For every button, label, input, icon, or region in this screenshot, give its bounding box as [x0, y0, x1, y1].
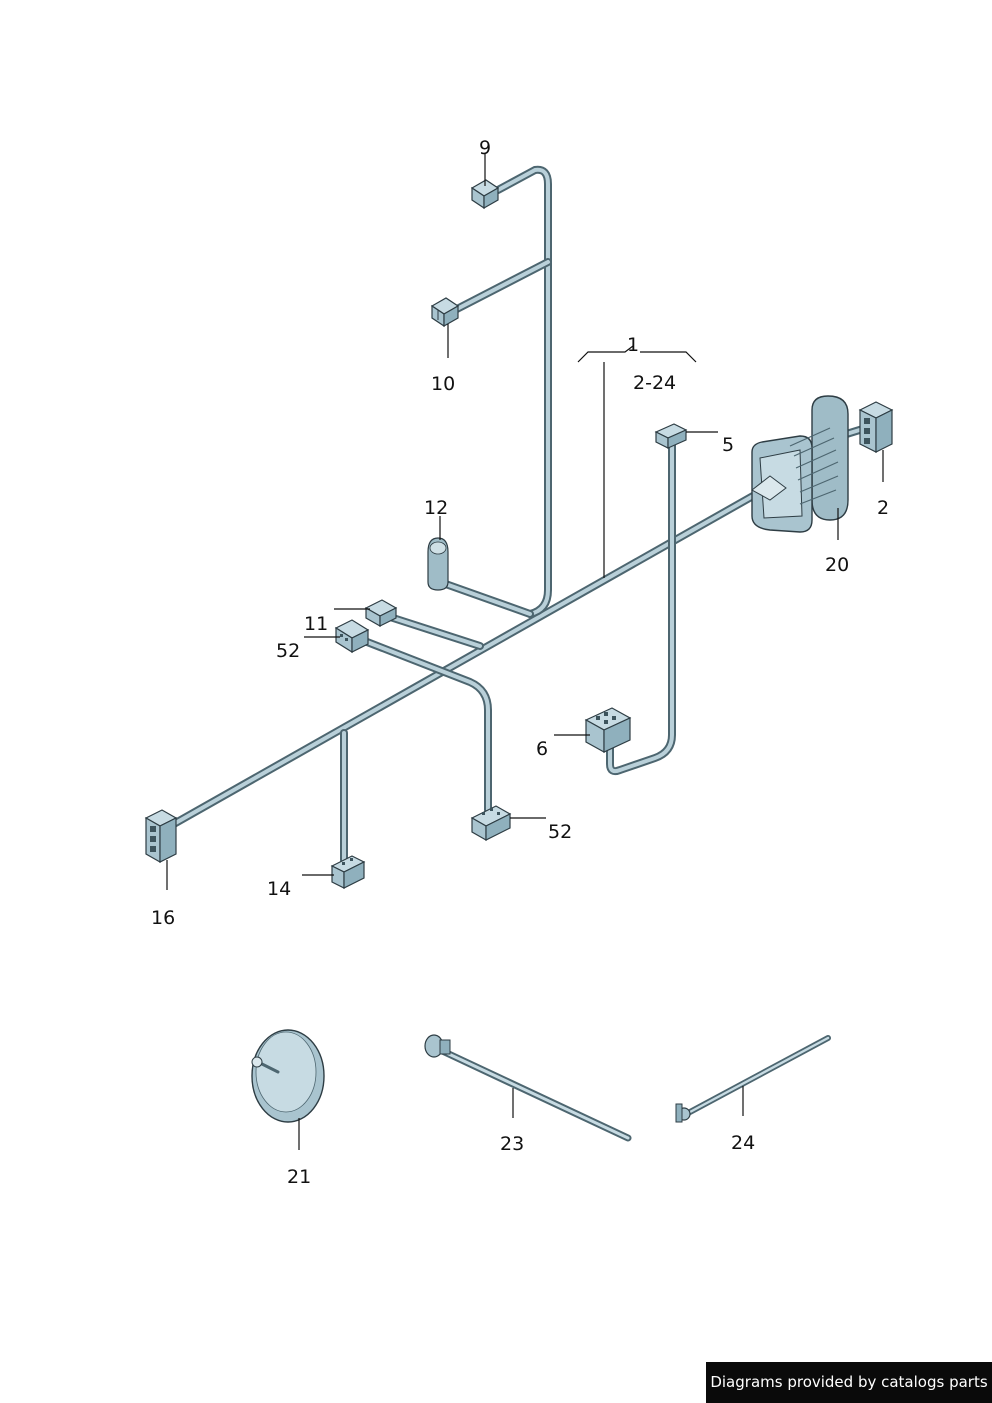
connector-16 — [144, 809, 178, 864]
label-23: 23 — [500, 1133, 524, 1155]
cable-tie-24 — [675, 1035, 831, 1123]
label-10: 10 — [431, 373, 455, 395]
label-14: 14 — [267, 878, 291, 900]
label-20: 20 — [825, 554, 849, 576]
connector-10 — [430, 297, 460, 328]
connector-52-upper — [334, 619, 370, 654]
grommet-20 — [751, 395, 849, 533]
connector-14 — [330, 855, 366, 889]
label-5: 5 — [722, 434, 734, 456]
pad-21 — [251, 1029, 325, 1123]
connector-9 — [470, 179, 500, 210]
label-52-upper: 52 — [276, 640, 300, 662]
label-52-lower: 52 — [548, 821, 572, 843]
label-1: 1 — [627, 334, 639, 356]
label-2-24: 2-24 — [633, 372, 676, 394]
connector-6 — [584, 707, 632, 754]
label-6: 6 — [536, 738, 548, 760]
wiring-harness — [168, 165, 870, 864]
label-12: 12 — [424, 497, 448, 519]
leader-lines — [166, 154, 884, 1150]
label-21: 21 — [287, 1166, 311, 1188]
connector-11 — [364, 599, 398, 628]
connector-2 — [858, 401, 894, 453]
plug-12 — [427, 537, 449, 591]
label-16: 16 — [151, 907, 175, 929]
label-9: 9 — [479, 137, 491, 159]
label-11: 11 — [304, 613, 328, 635]
footer-credit: Diagrams provided by catalogs parts — [706, 1362, 992, 1403]
label-2: 2 — [877, 497, 889, 519]
connector-5 — [654, 423, 688, 449]
label-24: 24 — [731, 1132, 755, 1154]
connector-52-lower — [470, 805, 512, 842]
cable-tie-23 — [424, 1034, 632, 1142]
